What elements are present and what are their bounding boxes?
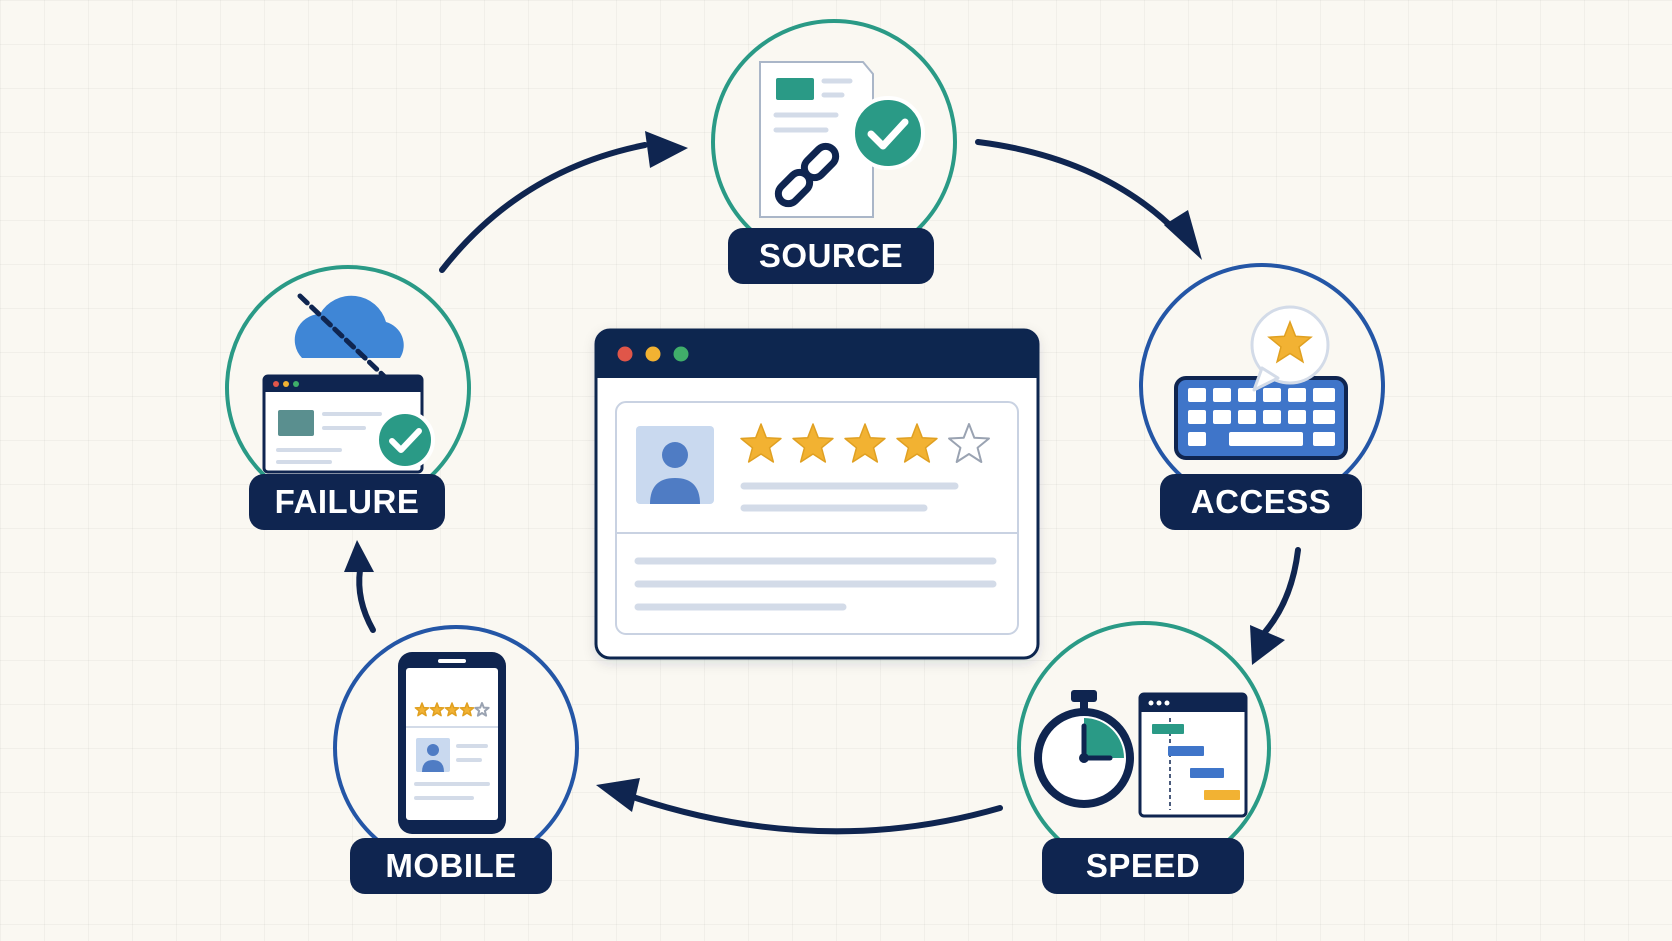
failure-label-text: FAILURE	[275, 483, 420, 520]
source-label: SOURCE	[728, 228, 934, 284]
phone-rating-filled-star-icon	[444, 702, 460, 717]
source-label-text: SOURCE	[759, 237, 903, 274]
rating-filled-star-icon	[740, 423, 782, 463]
phone-rating-empty-star-icon	[474, 702, 490, 717]
rating-filled-star-icon	[844, 423, 886, 463]
cycle-arrows	[344, 131, 1301, 835]
failure-label: FAILURE	[249, 474, 445, 530]
check-badge-icon	[851, 96, 925, 170]
phone-review-icon	[398, 652, 506, 834]
arrow-source-to-access	[975, 139, 1202, 260]
arrow-speed-to-mobile	[596, 778, 1003, 835]
arrow-mobile-to-failure	[344, 540, 376, 633]
phone-rating-filled-star-icon	[414, 702, 430, 717]
node-failure: FAILURE	[225, 265, 471, 530]
rating-filled-star-icon	[896, 423, 938, 463]
reviewer-avatar	[636, 426, 714, 504]
node-source: SOURCE	[711, 19, 957, 284]
rating-filled-star-icon	[792, 423, 834, 463]
node-speed: SPEED	[1017, 621, 1271, 894]
mobile-label-text: MOBILE	[385, 847, 516, 884]
stopwatch-icon	[1034, 690, 1134, 808]
review-card	[615, 401, 1019, 635]
access-label-text: ACCESS	[1191, 483, 1332, 520]
arrow-access-to-speed	[1250, 547, 1301, 665]
window-dot-red	[617, 346, 633, 362]
keyboard-keys	[1188, 388, 1335, 446]
phone-rating-stars	[414, 702, 490, 717]
gantt-window-icon	[1138, 692, 1248, 818]
check-badge-icon	[375, 410, 435, 470]
star-speech-bubble-icon	[1250, 305, 1330, 392]
access-label: ACCESS	[1160, 474, 1362, 530]
window-dot-yellow	[645, 346, 661, 362]
mobile-label: MOBILE	[350, 838, 552, 894]
chain-link-icon	[774, 142, 840, 208]
window-titlebar	[596, 330, 1038, 378]
offline-cloud-icon	[294, 293, 404, 381]
node-access: ACCESS	[1139, 263, 1385, 530]
review-text-lines	[634, 482, 997, 611]
window-dot-green	[673, 346, 689, 362]
speed-label-text: SPEED	[1086, 847, 1200, 884]
document-link-check-icon	[759, 61, 925, 218]
speed-label: SPEED	[1042, 838, 1244, 894]
rating-empty-star-icon	[948, 423, 990, 463]
rating-stars	[740, 423, 990, 463]
keyboard-star-icon	[1174, 305, 1348, 460]
node-mobile: MOBILE	[333, 625, 579, 894]
arrow-failure-to-source	[439, 131, 688, 273]
phone-rating-filled-star-icon	[459, 702, 475, 717]
phone-rating-filled-star-icon	[429, 702, 445, 717]
center-review-window	[594, 328, 1040, 660]
browser-window-icon	[262, 374, 435, 474]
